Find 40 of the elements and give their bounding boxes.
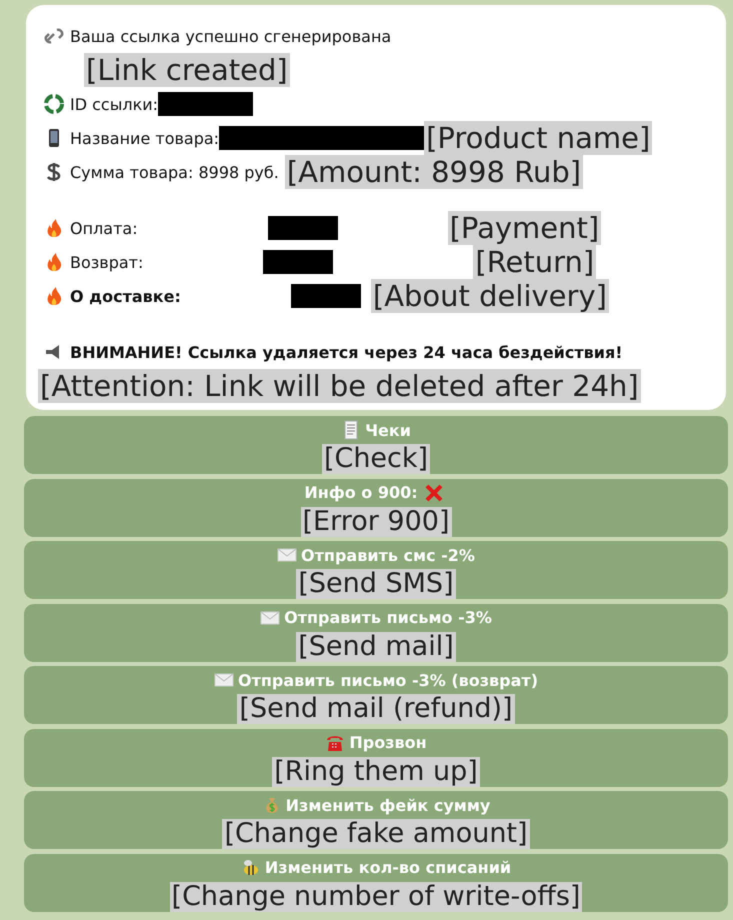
message-text: Сумма товара: 8998 руб.	[70, 162, 279, 182]
keyboard-button	[24, 541, 728, 599]
button-label: Чеки	[365, 420, 411, 440]
translation-note: [Link created]	[84, 53, 290, 87]
keyboard-button	[24, 604, 728, 662]
message-text: Ваша ссылка успешно сгенерирована	[70, 26, 392, 46]
button-label: Изменить фейк сумму	[286, 796, 490, 814]
button-label: Инфо о 900:	[304, 483, 418, 502]
keyboard-button	[24, 478, 728, 536]
button-label: Отправить письмо -3% (возврат)	[238, 670, 538, 690]
translation-note: [Payment]	[448, 211, 602, 245]
message-text: ВНИМАНИЕ! Ссылка удаляется через 24 часа бездействия!	[70, 342, 623, 362]
translation-note: [Change number of write-offs]	[170, 882, 582, 912]
translation-note: [Attention: Link will be deleted after 24h]	[38, 369, 641, 403]
keyboard-button	[24, 416, 728, 474]
translation-note: [Change fake amount]	[222, 819, 530, 849]
message-text: О доставке:	[70, 286, 181, 306]
translation-note: [Amount: 8998 Rub]	[284, 155, 584, 189]
button-label: Изменить кол-во списаний	[264, 858, 512, 877]
message-text: Возврат:	[70, 252, 144, 272]
translation-note: [Send mail]	[296, 632, 456, 662]
button-label: Отправить письмо -3%	[284, 608, 492, 627]
message-text: Оплата:	[70, 218, 138, 238]
translation-note: [Send mail (refund)]	[237, 694, 515, 724]
translation-note: [Product name]	[424, 121, 652, 155]
message-bubble	[26, 5, 726, 410]
message-text: ID ссылки:	[70, 94, 158, 114]
translation-note: [Error 900]	[300, 506, 452, 536]
button-label: Отправить смс -2%	[301, 546, 475, 564]
translation-note: [Send SMS]	[296, 569, 456, 599]
keyboard-button	[24, 666, 728, 724]
message-text: Название товара:	[70, 128, 220, 148]
translation-note: [Ring them up]	[272, 756, 480, 786]
translation-note: [About delivery]	[370, 279, 609, 313]
keyboard-button	[24, 791, 728, 849]
keyboard-button	[24, 854, 728, 912]
translation-note: [Check]	[322, 444, 430, 474]
translation-note: [Return]	[473, 245, 596, 279]
button-label: Прозвон	[349, 733, 427, 752]
keyboard-button	[24, 728, 728, 786]
